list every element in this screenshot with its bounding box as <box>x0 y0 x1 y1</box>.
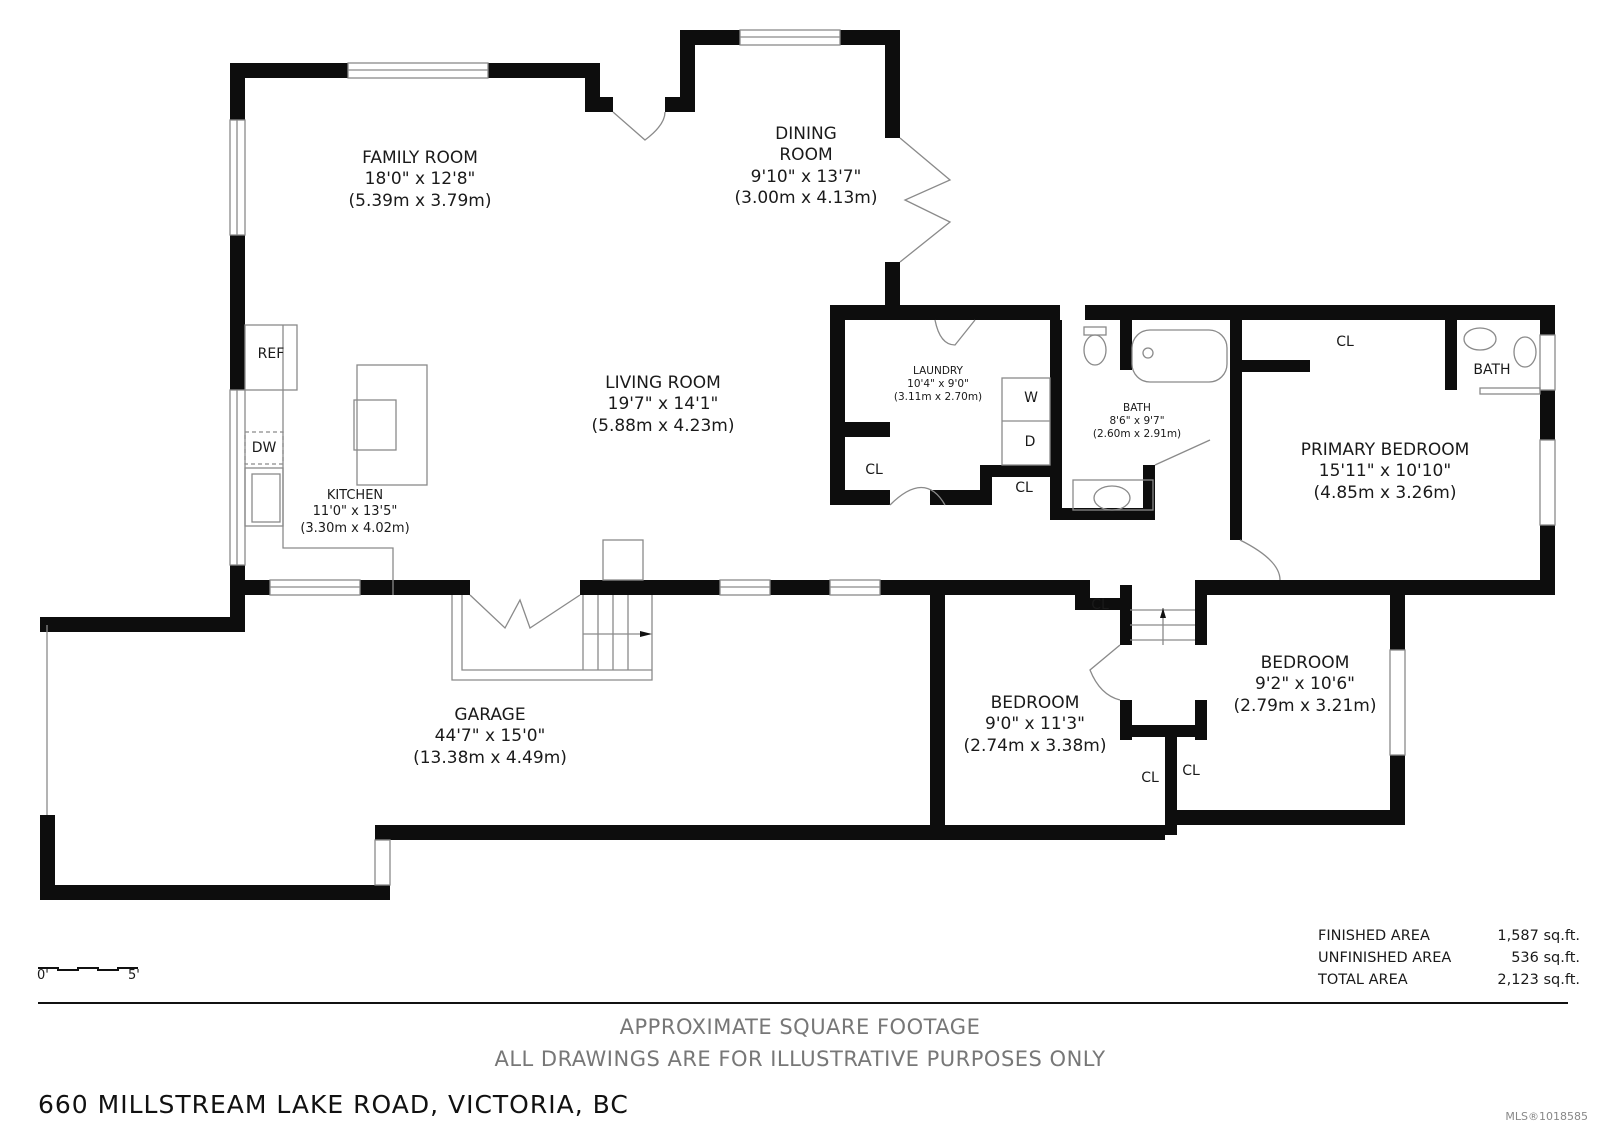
dryer-label: D <box>1024 434 1036 450</box>
windows-and-fixtures <box>46 29 1556 886</box>
walls <box>40 30 1555 900</box>
disclaimer-line-2: ALL DRAWINGS ARE FOR ILLUSTRATIVE PURPOS… <box>494 1047 1106 1071</box>
closet-label-bedroom-1: CL <box>1141 770 1159 786</box>
dishwasher-label: DW <box>251 440 277 456</box>
closet-label-primary: CL <box>1336 334 1354 350</box>
closet-label-bedroom-2: CL <box>1182 763 1200 779</box>
scale-end: 5' <box>128 968 140 983</box>
closet-label-stair: CL <box>1091 597 1109 613</box>
ensuite-bath-label: BATH <box>1473 362 1511 378</box>
closet-label-laundry: CL <box>865 462 883 478</box>
closet-label-hall: CL <box>1015 480 1033 496</box>
refrigerator-label: REF <box>257 346 285 362</box>
property-address: 660 MILLSTREAM LAKE ROAD, VICTORIA, BC <box>38 1090 629 1119</box>
washer-label: W <box>1024 390 1038 406</box>
disclaimer-line-1: APPROXIMATE SQUARE FOOTAGE <box>619 1015 981 1039</box>
scale-start: 0' <box>37 968 49 983</box>
scale-bar <box>38 967 138 971</box>
mls-number: MLS®1018585 <box>1505 1110 1588 1123</box>
